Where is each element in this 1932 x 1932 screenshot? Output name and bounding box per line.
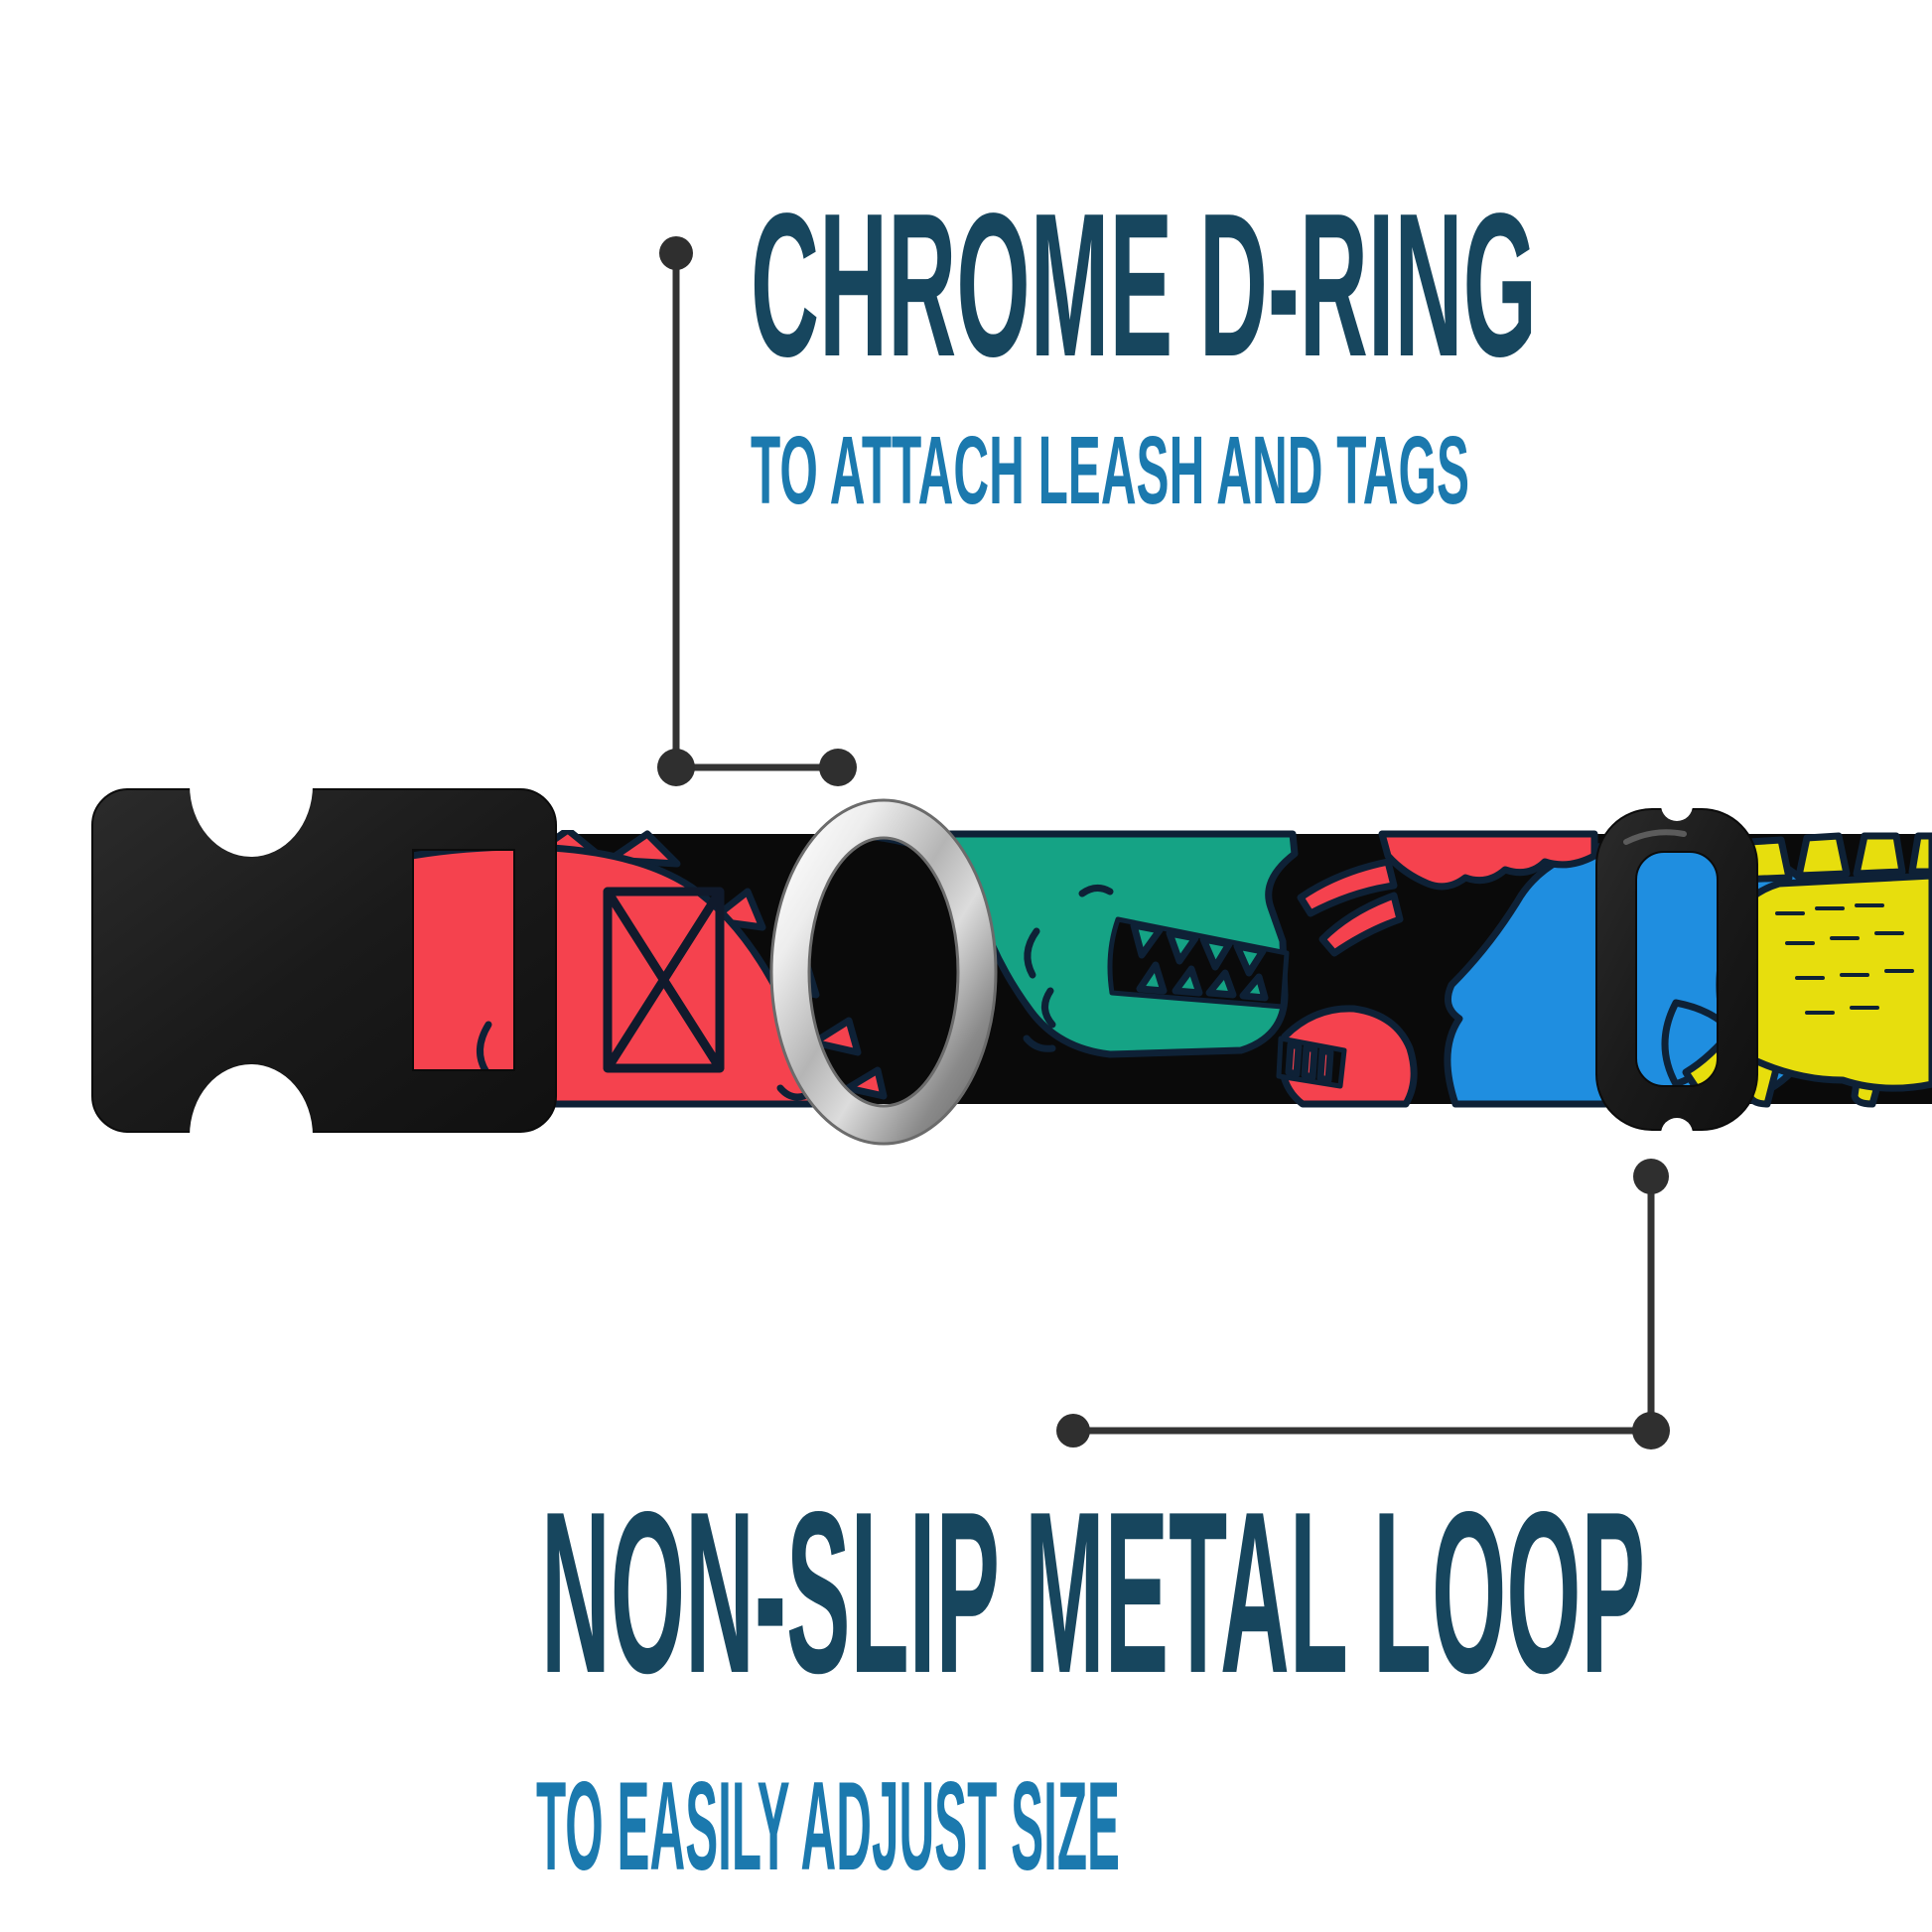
- trex-tooth: [1205, 969, 1237, 999]
- buckle-body: [91, 788, 557, 1133]
- red-trex-tooth: [1285, 1040, 1303, 1078]
- red-trex-tooth: [1316, 1046, 1334, 1084]
- yellow-plate: [1795, 832, 1851, 880]
- red-trex-body-strip: [1378, 830, 1598, 891]
- trex-tooth: [1166, 929, 1199, 965]
- stego-claw-mark: [776, 1084, 808, 1101]
- yellow-plate: [1908, 832, 1932, 876]
- stego-claw-mark: [477, 1021, 492, 1076]
- trex-tooth: [1199, 935, 1233, 971]
- callout-dot: [1633, 1159, 1669, 1194]
- callout-dot: [657, 749, 695, 786]
- trex-tooth: [1233, 942, 1267, 977]
- slider-highlight: [1623, 829, 1687, 845]
- buckle-top-notch: [190, 714, 313, 857]
- d-ring-outer-edge: [769, 798, 998, 1146]
- red-trex-arm: [1318, 892, 1404, 957]
- callout-dot: [659, 236, 693, 270]
- top-callout-title: CHROME D-RING: [751, 171, 1537, 399]
- trex-tooth: [1239, 973, 1269, 1002]
- bottom-callout-subtitle: TO EASILY ADJUST SIZE: [536, 1755, 1120, 1896]
- red-trex-tooth: [1301, 1043, 1318, 1081]
- d-ring-inner-edge: [807, 836, 960, 1108]
- callout-dot: [1632, 1412, 1670, 1449]
- slider-top-pinch: [1661, 789, 1693, 821]
- slider-bottom-pinch: [1661, 1118, 1693, 1150]
- yellow-stego-texture: [1775, 903, 1914, 1015]
- trex-tooth: [1130, 921, 1164, 959]
- plastic-buckle: [91, 714, 557, 1207]
- trex-wrinkle-mark: [1023, 1035, 1056, 1052]
- collar-webbing: [400, 830, 1932, 1108]
- trex-tooth: [1136, 961, 1168, 995]
- top-callout-connector: [657, 236, 857, 786]
- trex-wrinkle-mark: [1041, 987, 1056, 1029]
- stego-plate: [810, 1017, 862, 1056]
- stego-plate: [844, 1066, 888, 1100]
- red-trex-art: [1276, 830, 1598, 1108]
- buckle-bottom-notch: [190, 1064, 313, 1207]
- slider-frame: [1595, 808, 1758, 1131]
- chrome-d-ring: [769, 798, 998, 1146]
- callout-dot: [819, 749, 857, 786]
- callout-dot: [1056, 1414, 1090, 1448]
- bottom-callout-connector: [1056, 1159, 1670, 1449]
- trex-wrinkle-mark: [1078, 885, 1114, 897]
- stego-xbox-marking: [603, 887, 725, 1073]
- red-trex-arm: [1297, 858, 1398, 917]
- yellow-plate: [1853, 832, 1906, 878]
- trex-wrinkle-mark: [1024, 927, 1040, 979]
- top-callout-subtitle: TO ATTACH LEASH AND TAGS: [751, 416, 1469, 524]
- bottom-callout-title: NON-SLIP METAL LOOP: [541, 1464, 1645, 1722]
- tri-glide-slider: [1595, 789, 1758, 1150]
- d-ring-tube: [771, 800, 996, 1144]
- trex-tooth: [1172, 965, 1203, 997]
